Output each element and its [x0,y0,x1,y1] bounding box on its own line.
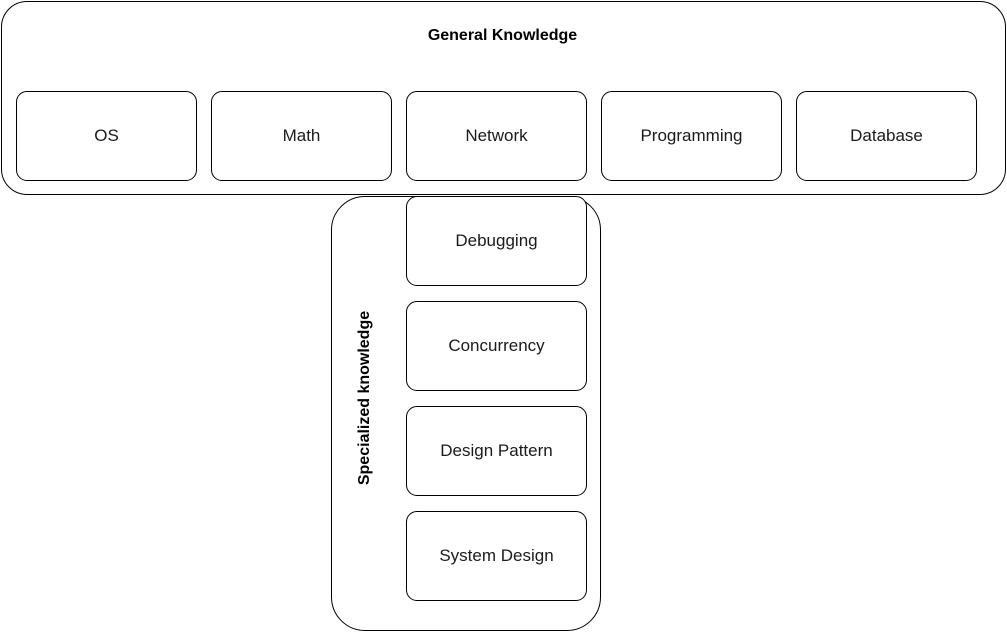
node-os[interactable]: OS [16,91,197,181]
node-database[interactable]: Database [796,91,977,181]
node-math[interactable]: Math [211,91,392,181]
node-design-pattern[interactable]: Design Pattern [406,406,587,496]
specialized-knowledge-title: Specialized knowledge [356,310,373,486]
node-network[interactable]: Network [406,91,587,181]
node-system-design[interactable]: System Design [406,511,587,601]
node-debugging[interactable]: Debugging [406,196,587,286]
node-concurrency[interactable]: Concurrency [406,301,587,391]
general-knowledge-title: General Knowledge [427,27,578,44]
node-programming[interactable]: Programming [601,91,782,181]
